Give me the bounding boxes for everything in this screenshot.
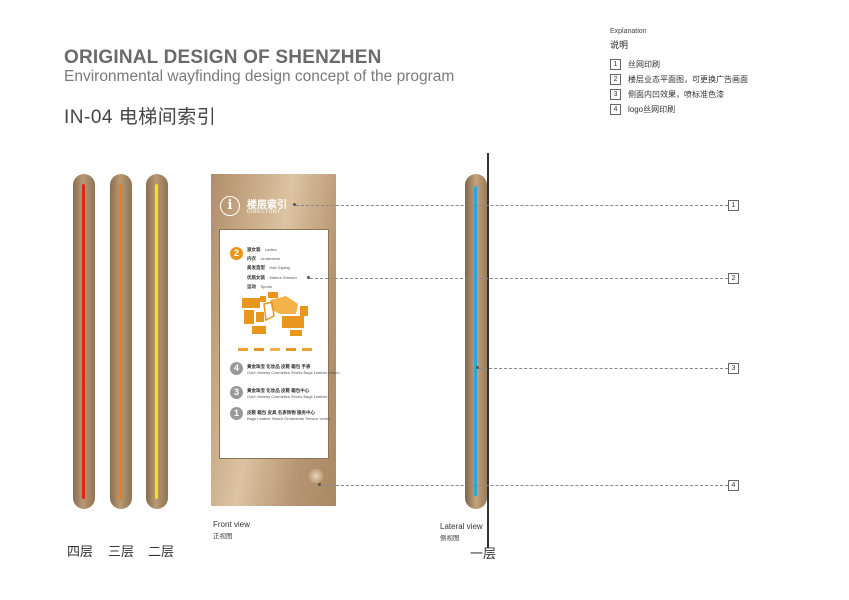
explanation-text: logo丝网印刷	[628, 105, 676, 114]
category-zh: 内衣	[247, 256, 256, 262]
callout-leader	[310, 278, 728, 279]
callout-number: 2	[728, 273, 739, 284]
callout-point	[476, 366, 479, 369]
floor-plan-map	[242, 292, 308, 336]
category-zh: 优质女装	[247, 274, 265, 280]
category-zh: 淑女装	[247, 247, 261, 252]
floor-label: 三层	[108, 544, 135, 559]
pillar-stripe	[119, 184, 122, 499]
page-subtitle: Environmental wayfinding design concept …	[64, 68, 455, 85]
explanation-number: 4	[610, 104, 621, 115]
callout-leader	[479, 368, 728, 369]
category-en: Sports	[260, 283, 273, 289]
callout-point	[318, 483, 321, 486]
map-legend	[238, 348, 318, 352]
floor-number-badge: 3	[230, 386, 243, 399]
pillar-stripe	[155, 184, 158, 499]
info-icon: i	[220, 196, 240, 216]
floor-number-badge: 2	[230, 247, 243, 260]
legend-swatch	[238, 348, 248, 351]
callout-number: 4	[728, 480, 739, 491]
explanation-number: 2	[610, 74, 621, 85]
lateral-view-pillar	[465, 174, 487, 509]
floor-number-badge: 4	[230, 362, 243, 375]
directory-title: 楼层索引	[247, 200, 287, 211]
category-zh: 美发造型	[247, 265, 265, 271]
floor-entry-zh: 黄金珠宝 化妆品 皮鞋 箱包 手表	[247, 364, 311, 369]
explanation-item: 3 侧面内凹效果，喷标准色漆	[610, 89, 724, 100]
floor-number-badge: 1	[230, 407, 243, 420]
pillar-floor-3	[110, 174, 132, 509]
explanation-item: 1 丝网印刷	[610, 59, 660, 70]
floor-entry: 黄金珠宝 化妆品 皮鞋 箱包中心 Gold Jewelry Cosmetics …	[247, 388, 327, 399]
floor-entry-en: Gold Jewelry Cosmetics Shoes Bags Leathe…	[247, 369, 340, 375]
legend-swatch	[286, 348, 296, 351]
directory-screen: 2 淑女装 Ladies 内衣 Underwear 美发造型 Hair Styl…	[219, 229, 340, 459]
front-view-caption-zh: 正视图	[213, 533, 233, 540]
callout-point	[307, 276, 310, 279]
pillar-stripe	[82, 184, 85, 499]
legend-swatch	[270, 348, 280, 351]
lateral-view-caption-zh: 侧视图	[440, 535, 460, 542]
floor-entry: 皮鞋 箱包 皮具 名表饰物 服务中心 Bags Leather Watch Or…	[247, 410, 331, 421]
legend-swatch	[254, 348, 264, 351]
floor-entry-zh: 皮鞋 箱包 皮具 名表饰物 服务中心	[247, 410, 315, 415]
category-en: Mature Women	[269, 274, 297, 280]
callout-leader	[321, 485, 728, 486]
floor-entry: 黄金珠宝 化妆品 皮鞋 箱包 手表 Gold Jewelry Cosmetics…	[247, 364, 340, 375]
category-zh: 运动	[247, 283, 256, 289]
category-en: Ladies	[264, 247, 277, 252]
floor-label: 四层	[67, 544, 94, 559]
pillar-floor-4	[73, 174, 95, 509]
explanation-item: 2 楼层业态平面图，可更换广告画面	[610, 74, 748, 85]
lateral-floor-label: 一层	[470, 546, 497, 561]
category-en: Underwear	[260, 256, 281, 262]
pillar-floor-2	[146, 174, 168, 509]
callout-leader	[296, 205, 728, 206]
explanation-item: 4 logo丝网印刷	[610, 104, 675, 115]
callout-number: 3	[728, 363, 739, 374]
explanation-number: 3	[610, 89, 621, 100]
floor-entry-zh: 黄金珠宝 化妆品 皮鞋 箱包中心	[247, 388, 310, 393]
explanation-label-en: Explanation	[610, 28, 647, 35]
callout-number: 1	[728, 200, 739, 211]
lateral-view-caption: Lateral view	[440, 522, 483, 531]
category-en: Hair Styling	[269, 265, 290, 271]
floor-entry-en: Gold Jewelry Cosmetics Shoes Bags Leathe…	[247, 393, 328, 399]
featured-floor-list: 淑女装 Ladies 内衣 Underwear 美发造型 Hair Stylin…	[247, 244, 297, 290]
floor-label: 二层	[148, 544, 175, 559]
callout-point	[293, 203, 296, 206]
sign-code-title: IN-04 电梯间索引	[64, 107, 217, 128]
front-view-caption: Front view	[213, 520, 250, 529]
page-title: ORIGINAL DESIGN OF SHENZHEN	[64, 47, 382, 68]
explanation-text: 丝网印刷	[628, 60, 660, 69]
front-view-panel: i 楼层索引 DIRECTORY 2 淑女装 Ladies 内衣 Underwe…	[211, 174, 340, 506]
floor-entry-en: Bags Leather Watch Ornaments Service cen…	[247, 415, 331, 421]
explanation-number: 1	[610, 59, 621, 70]
logo-emblem-icon	[309, 469, 323, 483]
explanation-text: 侧面内凹效果，喷标准色漆	[628, 90, 724, 99]
lateral-wall-line	[487, 153, 489, 548]
explanation-text: 楼层业态平面图，可更换广告画面	[628, 75, 748, 84]
explanation-label-zh: 说明	[610, 40, 629, 50]
legend-swatch	[302, 348, 312, 351]
lateral-stripe	[474, 186, 477, 496]
directory-title-en: DIRECTORY	[247, 209, 281, 215]
